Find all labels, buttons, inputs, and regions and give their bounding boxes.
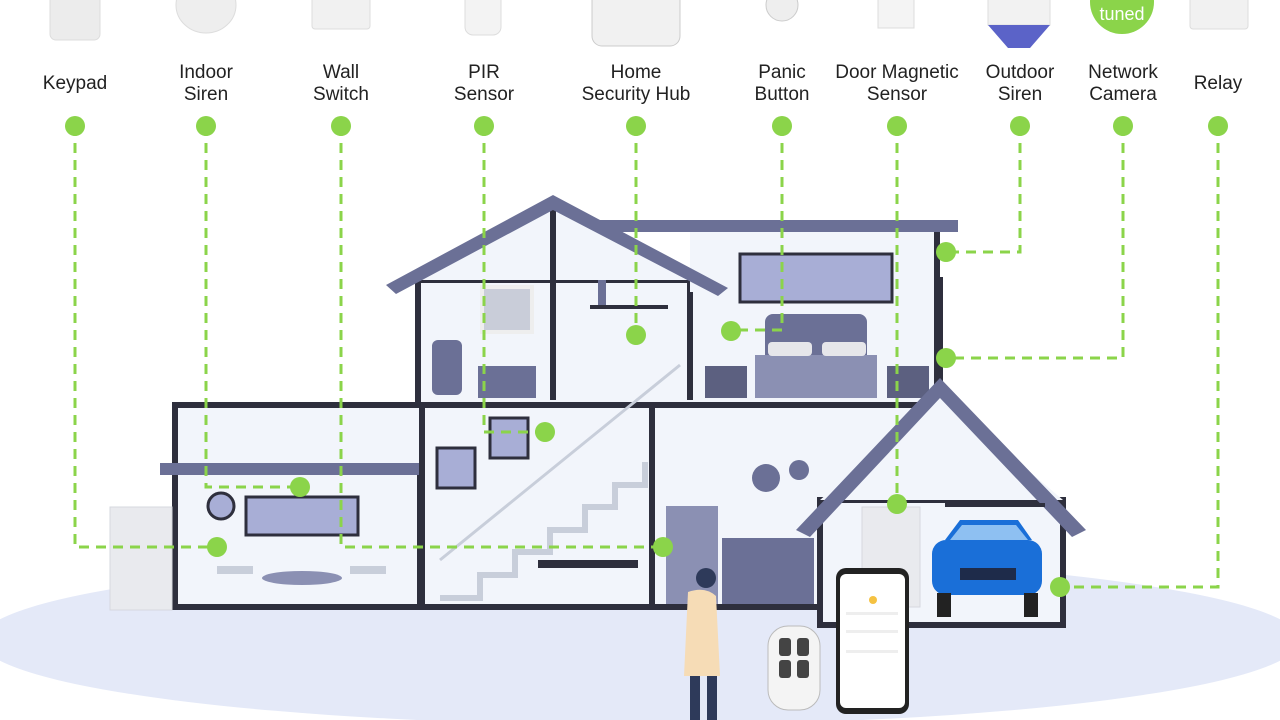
- annex-roof: [160, 463, 420, 475]
- indoor-siren-connector: [204, 126, 300, 489]
- camera-badge-text: tuned: [1099, 4, 1144, 24]
- garage-roof: [796, 378, 1086, 537]
- key-fob: [767, 625, 821, 711]
- relay-connector: [1060, 126, 1220, 589]
- outdoor-siren-connector: [946, 126, 1022, 254]
- smartphone-app: [836, 568, 909, 714]
- outdoor-siren-device-icon: [987, 0, 1051, 26]
- device-label-relay: Relay: [1193, 73, 1243, 94]
- person: [684, 568, 720, 720]
- hub-device-icon: [591, 0, 681, 47]
- outdoor-siren-blue-cap: [988, 25, 1050, 48]
- pir-sensor-connector: [482, 126, 545, 434]
- device-thumbnails: tuned: [49, 0, 1249, 48]
- wall-switch-connector: [339, 126, 663, 549]
- pir-sensor-device-icon: [464, 0, 502, 36]
- connector-dots: [65, 116, 1228, 597]
- device-label-keypad: Keypad: [42, 73, 108, 94]
- connector-lines: [73, 126, 1220, 589]
- camera-connector: [946, 126, 1125, 360]
- keypad-device-icon: [49, 0, 101, 41]
- network-camera-device-icon: [1090, 0, 1154, 34]
- car: [932, 520, 1042, 617]
- indoor-siren-device-icon: [175, 0, 237, 34]
- keypad-connector: [73, 126, 217, 549]
- panic-button-device-icon: [765, 0, 799, 22]
- panic-button-connector: [731, 126, 784, 332]
- side-roof: [600, 220, 958, 232]
- wall-switch-device-icon: [311, 0, 371, 30]
- relay-device-icon: [1189, 0, 1249, 30]
- door-sensor-device-icon: [877, 0, 915, 29]
